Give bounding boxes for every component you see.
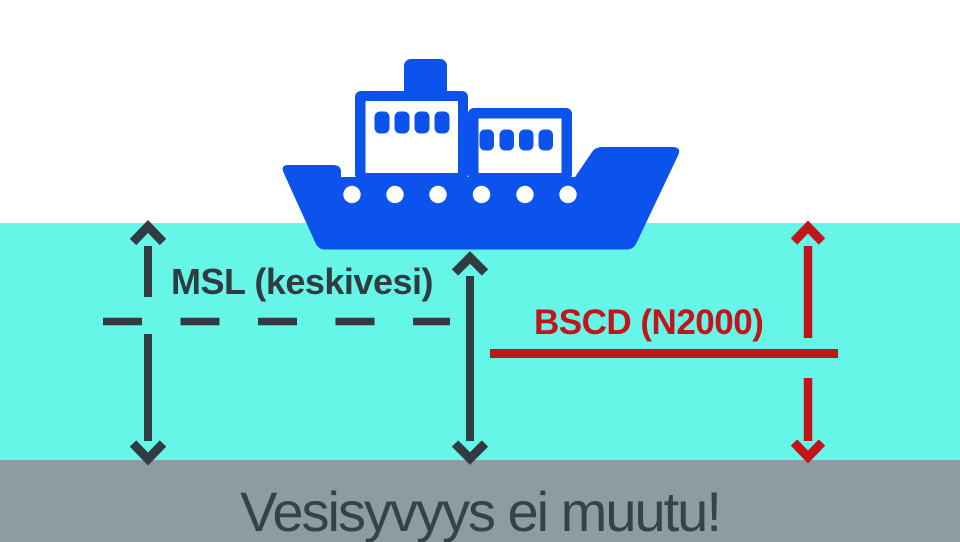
aft-cabin-windows <box>479 129 553 151</box>
arrow-up-head <box>129 220 167 246</box>
msl-double-arrow-icon <box>129 220 167 466</box>
arrow-down-head <box>451 440 489 465</box>
msl-label: MSL (keskivesi) <box>171 261 433 302</box>
ship-icon <box>282 59 680 250</box>
bscd-label: BSCD (N2000) <box>534 303 764 342</box>
arrow-up-head <box>451 251 489 276</box>
arrow-down-head <box>790 439 826 464</box>
bridge-cabin-windows <box>374 111 450 134</box>
depth-double-arrow-icon <box>451 251 489 465</box>
bscd-double-arrow-icon <box>790 220 826 464</box>
arrow-down-head <box>129 440 167 466</box>
seabed-region <box>0 460 960 542</box>
portholes <box>343 185 577 204</box>
caption-text: Vesisyvyys ei muutu! <box>240 480 722 542</box>
arrow-up-head <box>790 220 826 245</box>
